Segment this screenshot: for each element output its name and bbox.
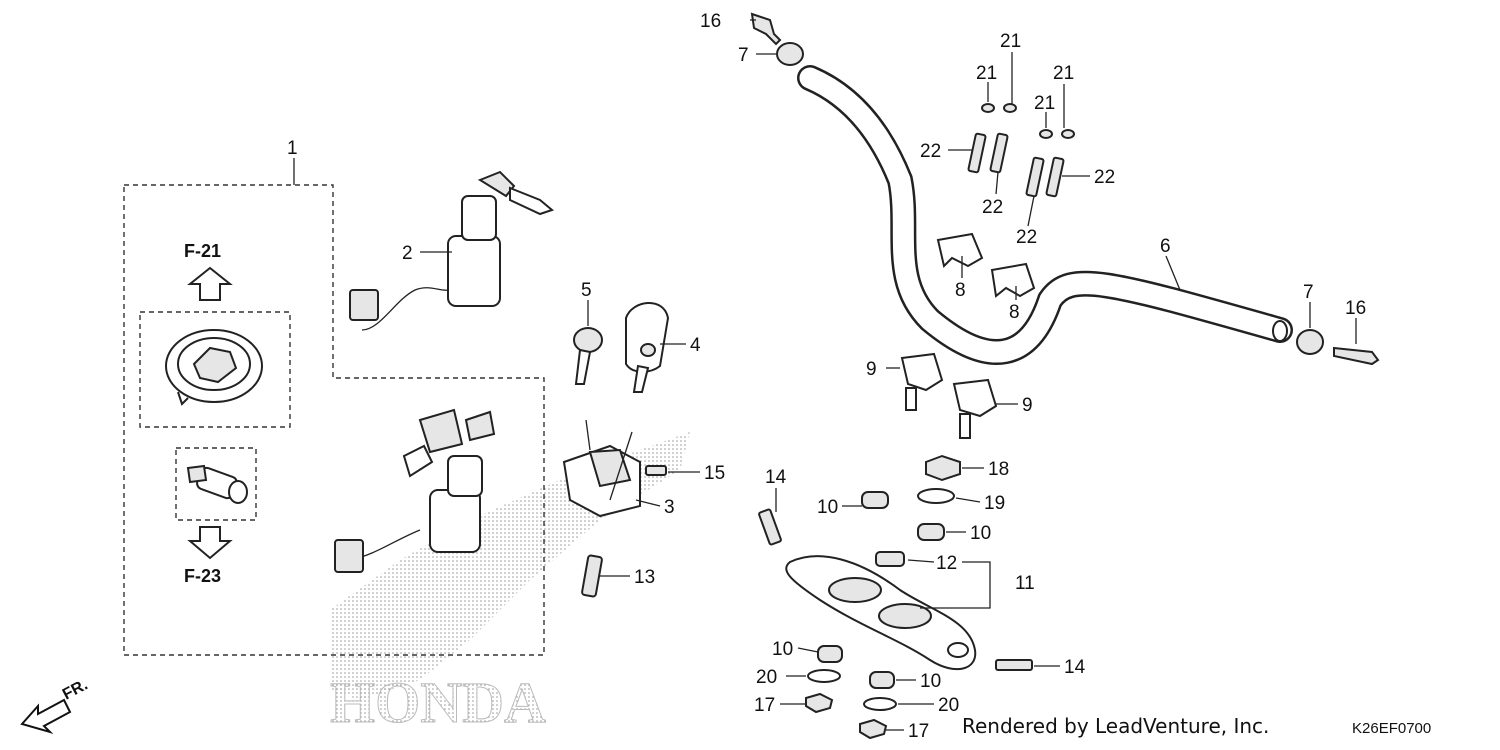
key-cylinder-small	[186, 464, 248, 504]
holder-lower-right	[952, 378, 998, 439]
leader-lines	[293, 19, 1357, 731]
bolts-22	[967, 132, 1065, 198]
callout-9-left: 9	[866, 359, 877, 380]
bar-end-lower	[1296, 329, 1380, 366]
callout-22-d: 22	[1094, 167, 1115, 188]
callout-14-lower: 14	[1064, 657, 1086, 678]
callout-3: 3	[664, 497, 675, 518]
callout-8-left: 8	[955, 280, 966, 301]
rubber-10-c	[817, 645, 843, 663]
handlebar	[797, 65, 1293, 365]
callout-17-b: 17	[908, 721, 929, 742]
callout-15: 15	[704, 463, 725, 484]
callout-10-d: 10	[920, 671, 941, 692]
ref-arrow-down	[187, 526, 233, 560]
screw-15	[645, 465, 667, 476]
callout-12: 12	[936, 553, 957, 574]
nut-18	[925, 454, 961, 482]
callout-17-a: 17	[754, 695, 775, 716]
ref-up-label: F-21	[184, 241, 221, 261]
nut-17-b	[859, 718, 888, 740]
callout-19: 19	[984, 493, 1005, 514]
washer-20-a	[807, 669, 841, 683]
callout-22-c: 22	[1016, 227, 1037, 248]
bolt-13	[581, 554, 603, 598]
bolt-14-b	[995, 659, 1033, 671]
callout-10-b: 10	[970, 523, 991, 544]
diagram-code: K26EF0700	[1352, 720, 1431, 737]
callout-22-a: 22	[920, 141, 941, 162]
bar-end-upper	[750, 12, 804, 66]
ignition-switch-lower	[334, 408, 496, 573]
callout-5: 5	[581, 280, 592, 301]
callout-1: 1	[287, 138, 298, 159]
key-with-head	[625, 302, 670, 393]
callout-2: 2	[402, 243, 413, 264]
callout-18: 18	[988, 459, 1009, 480]
callout-labels: 1 2 3 4 5 6 7 7 8 8 9 9 10 10 10 10 11 1…	[287, 11, 1366, 742]
callout-4: 4	[690, 335, 701, 356]
callout-11: 11	[1015, 573, 1035, 594]
collar-12	[875, 551, 905, 567]
callout-9-right: 9	[1022, 395, 1033, 416]
callout-10-c: 10	[772, 639, 793, 660]
ignition-switch-upper	[349, 170, 555, 331]
front-direction-icon: FR.	[20, 676, 91, 735]
washers-21	[981, 103, 1075, 139]
holder-caps	[936, 232, 1036, 298]
callout-14-upper: 14	[765, 467, 787, 488]
callout-13: 13	[634, 567, 655, 588]
callout-22-b: 22	[982, 197, 1003, 218]
ref-arrow-up	[187, 266, 233, 301]
callout-20-b: 20	[938, 695, 959, 716]
washer-19	[917, 488, 955, 504]
set-outline	[123, 184, 545, 656]
rubber-10-b	[917, 523, 945, 541]
callout-21-a: 21	[1000, 31, 1021, 52]
callout-20-a: 20	[756, 667, 777, 688]
washer-20-b	[863, 697, 897, 711]
callout-21-b: 21	[976, 63, 997, 84]
rubber-10-a	[861, 491, 889, 509]
callout-21-c: 21	[1053, 63, 1074, 84]
render-credit: Rendered by LeadVenture, Inc.	[962, 714, 1269, 738]
callout-6: 6	[1160, 236, 1171, 257]
bolt-14-a	[758, 508, 782, 546]
callout-16-upper: 16	[700, 11, 721, 32]
callout-7-upper: 7	[738, 45, 749, 66]
rubber-10-d	[869, 671, 895, 689]
callout-7-lower: 7	[1303, 282, 1314, 303]
nut-17-a	[805, 692, 834, 714]
ref-down-label: F-23	[184, 566, 221, 586]
callout-8-right: 8	[1009, 302, 1020, 323]
top-bridge	[785, 555, 977, 670]
holder-lower-left	[900, 352, 944, 411]
callout-10-a: 10	[817, 497, 838, 518]
fuel-cap	[165, 329, 263, 406]
lock-bracket	[562, 419, 641, 518]
key-blank	[573, 327, 603, 385]
callout-16-lower: 16	[1345, 298, 1366, 319]
callout-21-d: 21	[1034, 93, 1055, 114]
watermark-text: HONDA	[330, 670, 546, 735]
